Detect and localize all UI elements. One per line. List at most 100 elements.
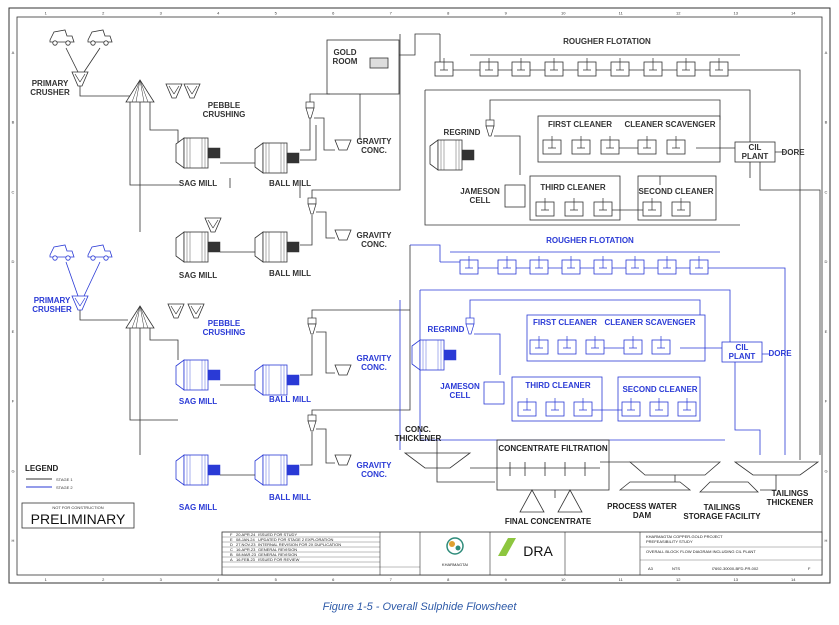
company-logo-text: DRA	[523, 543, 553, 559]
grid-reference: 8	[447, 11, 450, 16]
concentrate-thickener-icon	[403, 452, 472, 469]
second-cleaner-label: SECOND CLEANER	[622, 385, 697, 394]
grid-reference: 2	[102, 11, 105, 16]
rougher-flotation-label: ROUGHER FLOTATION	[563, 37, 651, 46]
project-name: KHARMAGTAI COPPER-GOLD PROJECT	[646, 534, 723, 539]
grid-reference: 9	[505, 11, 508, 16]
cleaner-scavenger-label: CLEANER SCAVENGER	[605, 318, 696, 327]
regrind-label: REGRIND	[444, 128, 481, 137]
drawing-revision: F	[808, 566, 811, 571]
revision-date: 08.JAN.24	[236, 537, 255, 542]
grid-reference: F	[825, 399, 828, 404]
grid-reference: 6	[332, 577, 335, 582]
final-concentrate-label: FINAL CONCENTRATE	[505, 517, 592, 526]
grid-reference: H	[825, 538, 828, 543]
revision-code: C	[230, 547, 233, 552]
concentrate-stockpile-icon	[519, 489, 583, 513]
revision-date: 16.FEB.23	[236, 557, 256, 562]
ball-mill-label: BALL MILL	[269, 395, 311, 404]
revision-code: A	[230, 557, 233, 562]
grid-reference: 5	[275, 577, 278, 582]
revision-description: GENERAL REVISION	[258, 552, 297, 557]
revision-date: 20.APR.24	[236, 532, 256, 537]
drawing-scale: NTS	[672, 566, 680, 571]
revision-description: UPDATED FOR STAGE 2 EXPLORATION	[258, 537, 333, 542]
grid-reference: 12	[676, 577, 681, 582]
grid-reference: 8	[447, 577, 450, 582]
drawing-title: OVERALL BLOCK FLOW DIAGRAM INCLUDING CIL…	[646, 549, 756, 554]
revision-date: 16.APR.23	[236, 547, 256, 552]
first-cleaner-label: FIRST CLEANER	[548, 120, 612, 129]
stage2-flotation	[399, 244, 786, 455]
stage2-mill-circuit	[79, 245, 411, 486]
revision-description: ISSUED FOR STUDY	[258, 532, 297, 537]
tailings-thickener-icon	[628, 461, 722, 476]
grid-reference: 9	[505, 577, 508, 582]
grid-reference: 6	[332, 11, 335, 16]
concentrate-filtration-label: CONCENTRATE FILTRATION	[498, 444, 608, 453]
second-cleaner-label: SECOND CLEANER	[638, 187, 713, 196]
grid-reference: 4	[217, 577, 220, 582]
grid-reference: G	[11, 468, 14, 473]
dore-label: DORE	[781, 148, 805, 157]
sag-mill-label: SAG MILL	[179, 179, 217, 188]
grid-reference: 11	[619, 577, 624, 582]
first-cleaner-label: FIRST CLEANER	[533, 318, 597, 327]
grid-reference: 13	[734, 11, 739, 16]
sag-mill-label: SAG MILL	[179, 271, 217, 280]
grid-reference: A	[825, 50, 828, 55]
grid-reference: 14	[791, 11, 796, 16]
grid-reference: C	[12, 189, 15, 194]
legend-stage2-label: STAGE 2	[56, 485, 73, 490]
client-logo-text: KHARMAGTAI	[442, 562, 468, 567]
grid-reference: F	[12, 399, 15, 404]
grid-reference: 1	[45, 577, 48, 582]
sag-mill-label: SAG MILL	[179, 503, 217, 512]
grid-reference: D	[825, 259, 828, 264]
dore-label: DORE	[768, 349, 792, 358]
revision-code: B	[230, 552, 233, 557]
common-circuit	[403, 439, 820, 513]
grid-reference: B	[12, 120, 15, 125]
grid-reference: 1	[45, 11, 48, 16]
third-cleaner-label: THIRD CLEANER	[540, 183, 606, 192]
grid-reference: 7	[390, 577, 393, 582]
revision-date: 08.MAR.23	[236, 552, 257, 557]
sag-mill-label: SAG MILL	[179, 397, 217, 406]
stage1-circuit	[49, 29, 821, 460]
legend-stage1-label: STAGE 1	[56, 477, 73, 482]
grid-reference: 3	[160, 11, 163, 16]
grid-reference: H	[12, 538, 15, 543]
grid-reference: 11	[619, 11, 624, 16]
revision-code: F	[230, 532, 233, 537]
ball-mill-label: BALL MILL	[269, 493, 311, 502]
grid-reference: E	[12, 329, 15, 334]
revision-description: INTERNAL REVISION FOR 2X DUPLICATION	[258, 542, 341, 547]
grid-reference: C	[825, 189, 828, 194]
figure-caption: Figure 1-5 - Overall Sulphide Flowsheet	[322, 601, 517, 613]
grid-reference: 13	[734, 577, 739, 582]
revision-description: ISSUED FOR REVIEW	[258, 557, 300, 562]
revision-code: D	[230, 542, 233, 547]
dra-logo-icon	[498, 538, 516, 556]
grid-reference: 5	[275, 11, 278, 16]
grid-reference: B	[825, 120, 828, 125]
grid-reference: G	[824, 468, 827, 473]
revision-description: GENERAL REVISION	[258, 547, 297, 552]
grid-reference: 7	[390, 11, 393, 16]
sheet-size: A3	[648, 566, 654, 571]
project-phase: PREFEASIBILITY STUDY	[646, 539, 693, 544]
tailings-thickener-icon	[733, 461, 820, 476]
